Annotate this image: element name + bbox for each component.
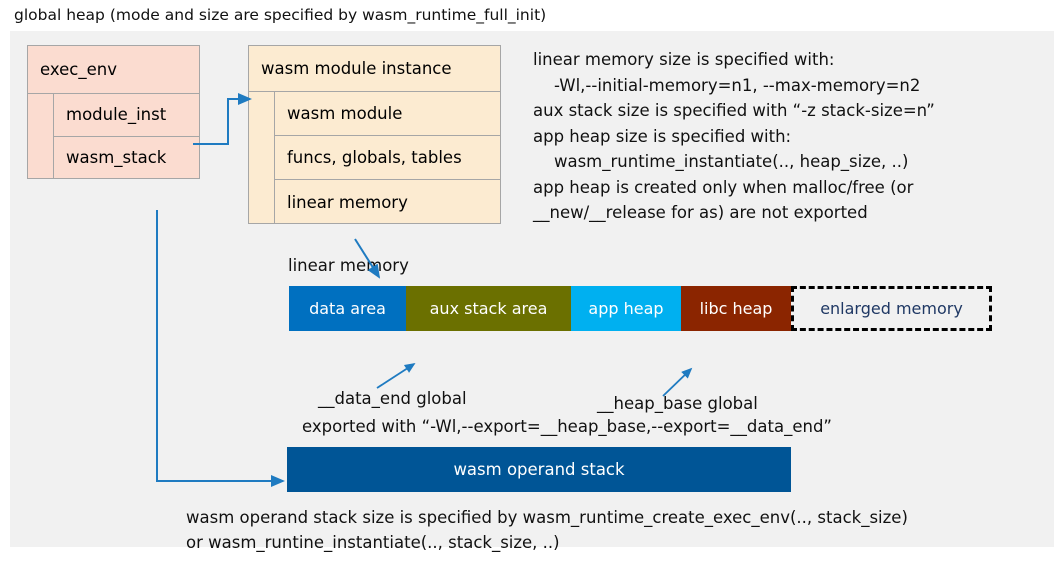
memory-segment-libc-heap: libc heap bbox=[681, 286, 791, 331]
field-wasm-module: wasm module bbox=[275, 92, 500, 136]
runtime-notes-text: linear memory size is specified with: -W… bbox=[533, 50, 935, 222]
data-end-annotation: __data_end global bbox=[318, 389, 467, 408]
connector-wasm-stack-to-operand-stack bbox=[156, 210, 285, 487]
memory-segment-aux-stack-area: aux stack area bbox=[406, 286, 571, 331]
exec-env-fields: module_inst wasm_stack bbox=[54, 94, 199, 179]
export-flags-annotation: exported with “-Wl,--export=__heap_base,… bbox=[302, 417, 832, 436]
linear-memory-caption: linear memory bbox=[288, 256, 409, 275]
memory-segment-data-area: data area bbox=[289, 286, 406, 331]
connector-data-end-pointer bbox=[376, 363, 416, 389]
connector-module-inst-to-instance bbox=[193, 93, 252, 145]
wasm-operand-stack-box: wasm operand stack bbox=[287, 447, 791, 492]
exec-env-field-wasm-stack: wasm_stack bbox=[66, 148, 167, 168]
field-linear-memory: linear memory bbox=[287, 192, 408, 212]
wasm-module-instance-body: wasm module funcs, globals, tables linea… bbox=[249, 92, 500, 224]
wasm-module-instance-fields: wasm module funcs, globals, tables linea… bbox=[275, 92, 500, 224]
memory-segment-enlarged-memory: enlarged memory bbox=[791, 286, 992, 331]
field-funcs-globals-tables: funcs, globals, tables bbox=[275, 136, 500, 180]
exec-env-box: exec_env module_inst wasm_stack bbox=[27, 45, 200, 179]
memory-segment-app-heap: app heap bbox=[571, 286, 681, 331]
exec-env-header: exec_env bbox=[28, 46, 199, 94]
page-title: global heap (mode and size are specified… bbox=[14, 6, 547, 24]
heap-base-annotation: __heap_base global bbox=[597, 394, 758, 413]
diagram-canvas: exec_env module_inst wasm_stack wasm mod… bbox=[10, 31, 1054, 552]
wasm-module-instance-box: wasm module instance wasm module funcs, … bbox=[248, 45, 501, 224]
wasm-module-instance-gutter bbox=[249, 92, 275, 224]
exec-env-body: module_inst wasm_stack bbox=[28, 94, 199, 179]
exec-env-field-module-inst: module_inst bbox=[54, 94, 199, 137]
connector-heap-base-pointer bbox=[662, 367, 693, 397]
exec-env-gutter bbox=[28, 94, 54, 179]
wasm-module-instance-header: wasm module instance bbox=[249, 46, 500, 92]
operand-stack-note: wasm operand stack size is specified by … bbox=[186, 508, 908, 552]
